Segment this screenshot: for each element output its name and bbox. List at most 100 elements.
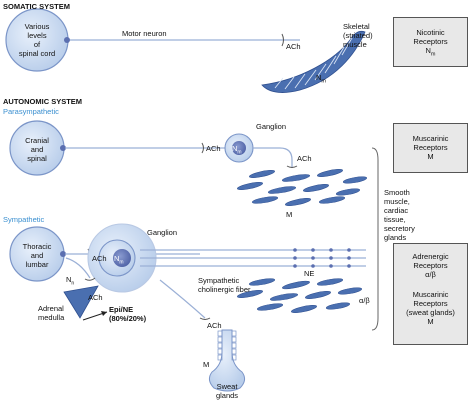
smooth-muscle-cell	[335, 188, 361, 196]
smooth-muscle-cell	[282, 280, 310, 290]
symp-pre-ach-label: ACh	[92, 254, 107, 263]
para-pre-ach-label: ACh	[206, 144, 221, 153]
adrenal-medulla-label: Adrenal medulla	[38, 304, 65, 322]
symp-ganglion-label: Ganglion	[147, 228, 178, 237]
symp-origin-label: Thoracic and lumbar	[22, 242, 52, 269]
adrenal-branch-axon	[65, 257, 91, 279]
muscle-striation	[304, 69, 317, 86]
smooth-muscle-cell	[342, 176, 368, 184]
varicosity	[311, 248, 315, 252]
para-target-receptor: M	[286, 210, 293, 219]
muscle-striation	[314, 63, 327, 81]
muscle-striation	[341, 37, 353, 56]
para-ganglion-nucleus	[232, 141, 246, 155]
smooth-muscle-cell	[237, 290, 263, 298]
muscle-striation	[324, 55, 337, 74]
adrenergic-receptor-box: Adrenergic Receptors α/β Muscarinic Rece…	[393, 243, 468, 345]
symp-ganglion-nucleus	[113, 249, 131, 267]
sweat-receptor-label: M	[203, 360, 210, 369]
adrenal-output-label: Epi/NE (80%/20%)	[109, 305, 147, 323]
gland-cell	[217, 354, 223, 361]
varicosity	[293, 264, 297, 268]
sympathetic-header: Sympathetic	[3, 215, 45, 224]
smooth-muscle-cell	[285, 198, 311, 206]
muscarinic-receptor-box: Muscarinic Receptors M	[393, 123, 468, 173]
motor-neuron-label: Motor neuron	[122, 29, 167, 38]
smooth-muscle-cell	[317, 169, 343, 177]
cholinergic-synapse	[199, 317, 211, 320]
varicosity	[329, 248, 333, 252]
motor-synapse	[281, 33, 284, 47]
varicosity	[347, 256, 351, 260]
smooth-muscle-cell	[237, 182, 263, 190]
cranial-spinal-node	[60, 145, 66, 151]
smooth-muscle-cell	[251, 196, 279, 204]
gland-cell	[231, 342, 237, 349]
muscle-striation	[274, 77, 284, 89]
target-tissues-label: Smooth muscle, cardiac tissue, secretory…	[384, 188, 415, 242]
spinal-cord-node	[64, 37, 70, 43]
smooth-muscle-cell	[256, 303, 284, 311]
cholinergic-fiber-label: Sympathetic cholinergic fiber	[198, 276, 251, 294]
varicosity	[311, 256, 315, 260]
parasympathetic-header: Parasympathetic	[3, 107, 59, 116]
gland-cell	[231, 336, 237, 343]
para-ganglion-receptor: Nm	[232, 144, 242, 156]
smooth-muscle-cell	[305, 291, 331, 299]
smooth-muscle-cell	[316, 278, 344, 286]
adrenal-output-arrowhead	[101, 311, 107, 316]
sweat-gland-label: Sweat glands	[215, 382, 239, 400]
autonomic-header: AUTONOMIC SYSTEM	[3, 97, 83, 106]
para-post-synapse	[286, 165, 298, 168]
smooth-muscle-cell	[269, 293, 299, 301]
adrenal-receptor-label: Nn	[66, 275, 75, 287]
muscle-striation	[333, 46, 345, 65]
somatic-receptor-label: Nm	[316, 73, 327, 85]
symp-target-receptor: α/β	[359, 296, 370, 305]
gland-cell	[217, 330, 223, 337]
smooth-muscle-cell	[337, 287, 363, 295]
smooth-muscle-cell	[318, 196, 346, 204]
somatic-header: SOMATIC SYSTEM	[3, 2, 70, 11]
varicosity	[329, 256, 333, 260]
gland-cell	[231, 330, 237, 337]
motor-ach-label: ACh	[286, 42, 301, 51]
varicosity	[293, 256, 297, 260]
target-bracket	[371, 147, 379, 331]
adrenal-medulla	[63, 285, 99, 319]
gland-cell	[217, 336, 223, 343]
thoracic-lumbar-node	[60, 251, 66, 257]
varicosity	[293, 248, 297, 252]
varicosity	[347, 264, 351, 268]
skeletal-muscle-label: Skeletal (striated) muscle	[343, 22, 373, 49]
symp-ne-label: NE	[304, 269, 315, 278]
smooth-muscle-cell	[303, 184, 329, 192]
gland-cell	[217, 342, 223, 349]
smooth-muscle-cell	[248, 278, 276, 286]
para-postganglionic-axon	[253, 147, 293, 168]
para-origin-label: Cranial and spinal	[25, 136, 49, 163]
adrenal-synapse	[84, 277, 96, 281]
gland-cell	[217, 348, 223, 355]
muscle-striation	[294, 73, 306, 89]
somatic-origin-label: Various levels of spinal cord	[18, 22, 56, 58]
gland-cell	[231, 354, 237, 361]
smooth-muscle-cell	[267, 186, 297, 194]
adrenal-ach-label: ACh	[88, 293, 103, 302]
symp-ganglion-receptor: Nm	[114, 254, 124, 266]
varicosity	[311, 264, 315, 268]
para-pre-synapse	[201, 142, 204, 154]
skeletal-muscle	[261, 30, 366, 93]
smooth-muscle-cell	[281, 174, 311, 182]
muscle-striation	[284, 76, 295, 90]
smooth-muscle-cell	[291, 305, 317, 313]
varicosity	[329, 264, 333, 268]
cholinergic-fiber	[159, 279, 206, 319]
para-post-ach-label: ACh	[297, 154, 312, 163]
sweat-gland	[208, 329, 246, 392]
smooth-muscle-cell	[325, 302, 351, 310]
nicotinic-receptor-box: Nicotinic Receptors Nm	[393, 17, 468, 67]
smooth-muscle-cell	[249, 170, 275, 178]
